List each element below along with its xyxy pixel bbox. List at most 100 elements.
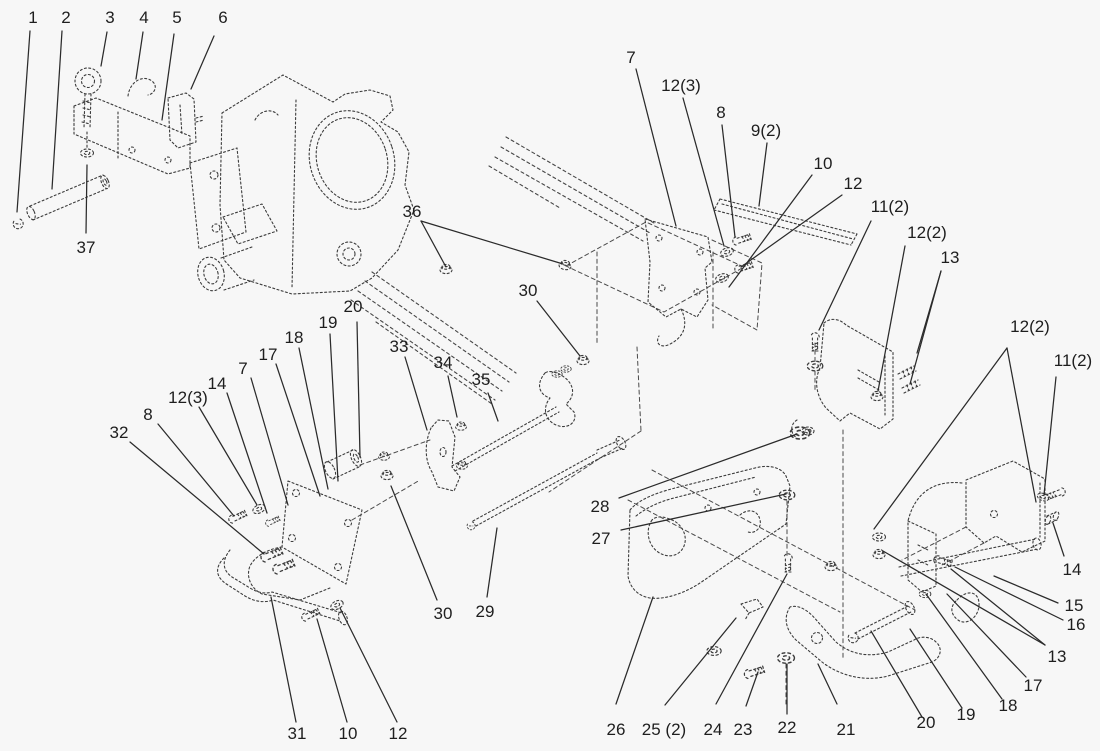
- callout-11(2)-27: 11(2): [871, 197, 909, 216]
- callout-2-1: 2: [61, 8, 70, 27]
- callout-8-10: 8: [143, 405, 152, 424]
- callout-20-39: 20: [917, 713, 936, 732]
- callout-18-15: 18: [285, 328, 304, 347]
- leader-line-19-16: [329, 333, 339, 482]
- leader-line-5-4: [161, 33, 175, 121]
- callout-15-33: 15: [1065, 596, 1084, 615]
- leader-line-4-3: [135, 31, 144, 80]
- leader-line-10-49: [316, 618, 348, 723]
- callout-12-50: 12: [389, 724, 408, 743]
- leader-line-34-19: [447, 375, 458, 418]
- callout-30-8: 30: [519, 281, 538, 300]
- leader-line-17-14: [275, 363, 321, 497]
- leader-line-17-36: [946, 593, 1027, 678]
- leader-line-20-39: [870, 630, 923, 718]
- callout-12(3)-22: 12(3): [661, 76, 701, 95]
- leader-line-12(3)-11: [198, 406, 258, 506]
- callout-17-36: 17: [1024, 676, 1043, 695]
- callout-26-42: 26: [607, 720, 626, 739]
- callout-32-9: 32: [110, 423, 129, 442]
- callout-19-38: 19: [957, 705, 976, 724]
- leader-line-30-51: [390, 485, 438, 601]
- leader-line-28-40: [618, 433, 798, 499]
- leader-line-23-45: [745, 671, 759, 707]
- leader-line-12-26: [740, 194, 843, 268]
- leader-line-21-47: [817, 663, 838, 705]
- leader-line-27-41: [620, 493, 787, 531]
- callout-16-34: 16: [1067, 615, 1086, 634]
- callout-14-12: 14: [208, 374, 227, 393]
- callout-13-35: 13: [1048, 647, 1067, 666]
- callout-35-20: 35: [472, 370, 491, 389]
- phantom-lines-drawing: [548, 221, 916, 659]
- callout-33-18: 33: [390, 337, 409, 356]
- callout-18-37: 18: [999, 696, 1018, 715]
- callout-14-32: 14: [1063, 560, 1082, 579]
- callout-10-25: 10: [814, 154, 833, 173]
- callout-12-26: 12: [844, 174, 863, 193]
- leader-line-25 (2)-43: [664, 617, 737, 706]
- frame-rails-drawing: [350, 136, 655, 405]
- callout-34-19: 34: [434, 353, 453, 372]
- leader-line-29-52: [486, 527, 498, 598]
- leader-line-13-35: [882, 550, 1046, 646]
- leader-line-32-9: [129, 441, 265, 555]
- leader-line-18-37: [925, 593, 1003, 700]
- callout-7-21: 7: [626, 48, 635, 67]
- callout-17-14: 17: [259, 345, 278, 364]
- leader-line-8-23: [721, 124, 736, 238]
- callout-36-7: 36: [403, 202, 422, 221]
- leader-line-15-33: [993, 575, 1059, 604]
- leader-line-36-7: [420, 220, 564, 265]
- callout-20-17: 20: [344, 297, 363, 316]
- callout-31-48: 31: [288, 724, 307, 743]
- callout-12(2)-30: 12(2): [1010, 317, 1050, 336]
- leader-line-31-48: [270, 596, 297, 723]
- gearbox-housing-drawing: [189, 74, 415, 295]
- rods-and-latch-drawing: [451, 354, 627, 532]
- callout-5-4: 5: [172, 8, 181, 27]
- leader-line-36-7: [420, 220, 447, 268]
- front-bracket-drawing: [644, 198, 858, 347]
- callout-21-47: 21: [837, 720, 856, 739]
- leader-line-24-44: [715, 573, 788, 705]
- callout-22-46: 22: [778, 718, 797, 737]
- callout-12(2)-28: 12(2): [907, 223, 947, 242]
- leader-line-30-8: [536, 300, 581, 357]
- leader-line-33-18: [404, 356, 428, 431]
- leader-line-20-17: [356, 321, 361, 458]
- floor-plate-drawing: [627, 426, 941, 707]
- leader-line-10-25: [728, 174, 813, 288]
- leader-line-1-0: [16, 30, 31, 213]
- leader-line-3-2: [100, 31, 108, 67]
- leader-line-12(2)-30: [1006, 347, 1037, 503]
- leader-line-11(2)-31: [1043, 376, 1057, 496]
- callout-30-51: 30: [434, 604, 453, 623]
- callout-1-0: 1: [28, 8, 37, 27]
- callout-3-2: 3: [105, 8, 114, 27]
- leader-line-14-12: [226, 392, 268, 514]
- callout-13-29: 13: [941, 248, 960, 267]
- leader-line-7-13: [250, 377, 289, 506]
- leader-lines: [16, 30, 1065, 723]
- leader-line-7-21: [635, 68, 677, 227]
- leader-line-12(3)-22: [682, 97, 725, 247]
- callout-6-5: 6: [218, 8, 227, 27]
- leader-line-13-35: [950, 568, 1046, 646]
- callout-25 (2)-43: 25 (2): [642, 720, 686, 739]
- callout-8-23: 8: [716, 103, 725, 122]
- leader-line-35-20: [487, 392, 499, 422]
- callout-9(2)-24: 9(2): [751, 121, 781, 140]
- leader-line-16-34: [954, 566, 1064, 621]
- leader-line-12(2)-28: [877, 245, 906, 392]
- leader-line-13-29: [909, 270, 942, 385]
- callout-24-44: 24: [704, 720, 723, 739]
- leader-line-37-6: [85, 164, 88, 234]
- callout-37-6: 37: [77, 238, 96, 257]
- leader-line-12(2)-30: [873, 347, 1008, 530]
- leader-line-18-15: [298, 347, 329, 490]
- callout-7-13: 7: [238, 359, 247, 378]
- leader-line-2-1: [51, 30, 63, 190]
